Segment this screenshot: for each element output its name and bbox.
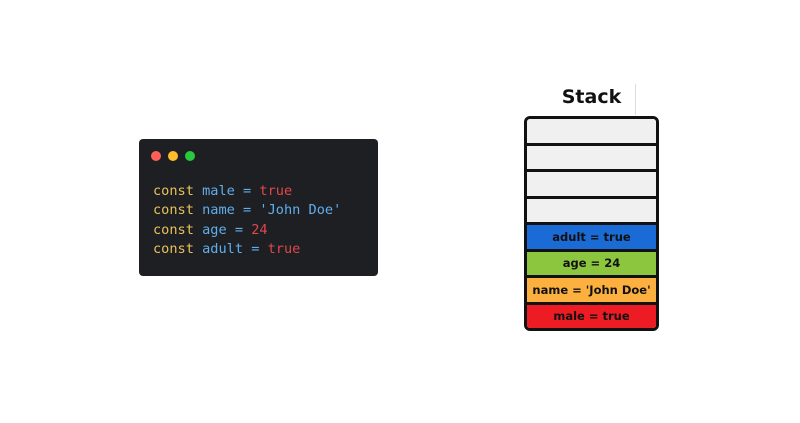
stack-title: Stack xyxy=(561,86,622,108)
stack-slot-empty xyxy=(527,119,656,143)
code-line: const male = true xyxy=(153,182,341,201)
code-token: = xyxy=(243,241,268,258)
code-token: const xyxy=(153,221,203,238)
minimize-dot-icon xyxy=(168,151,178,161)
code-token: const xyxy=(153,183,203,199)
code-line: const name = 'John Doe' xyxy=(153,201,341,220)
window-controls xyxy=(151,151,195,161)
stack-frame: age = 24 xyxy=(527,248,656,275)
code-token: true xyxy=(267,241,301,258)
code-token: = xyxy=(234,183,260,199)
stack-slot-empty xyxy=(527,169,656,196)
stack-frame: male = true xyxy=(527,301,656,328)
code-line: const age = 24 xyxy=(153,221,341,240)
close-dot-icon xyxy=(151,151,161,161)
code-token: 24 xyxy=(251,221,268,238)
code-token: age xyxy=(202,221,227,238)
stack-slot-empty xyxy=(527,142,656,169)
code-token: const xyxy=(153,202,203,219)
code-line: const adult = true xyxy=(153,240,341,259)
code-token: adult xyxy=(202,241,244,258)
code-token: const xyxy=(153,241,203,258)
divider xyxy=(635,84,636,115)
stack-frame: name = 'John Doe' xyxy=(527,275,656,302)
code-token: 'John Doe' xyxy=(259,202,342,219)
stack-frame: adult = true xyxy=(527,222,656,249)
code-token: = xyxy=(234,202,260,219)
code-token: name xyxy=(202,202,235,219)
code-token: male xyxy=(202,183,235,199)
code-token: = xyxy=(226,221,252,238)
maximize-dot-icon xyxy=(185,151,195,161)
stack-slot-empty xyxy=(527,195,656,222)
code-token: true xyxy=(259,183,293,199)
